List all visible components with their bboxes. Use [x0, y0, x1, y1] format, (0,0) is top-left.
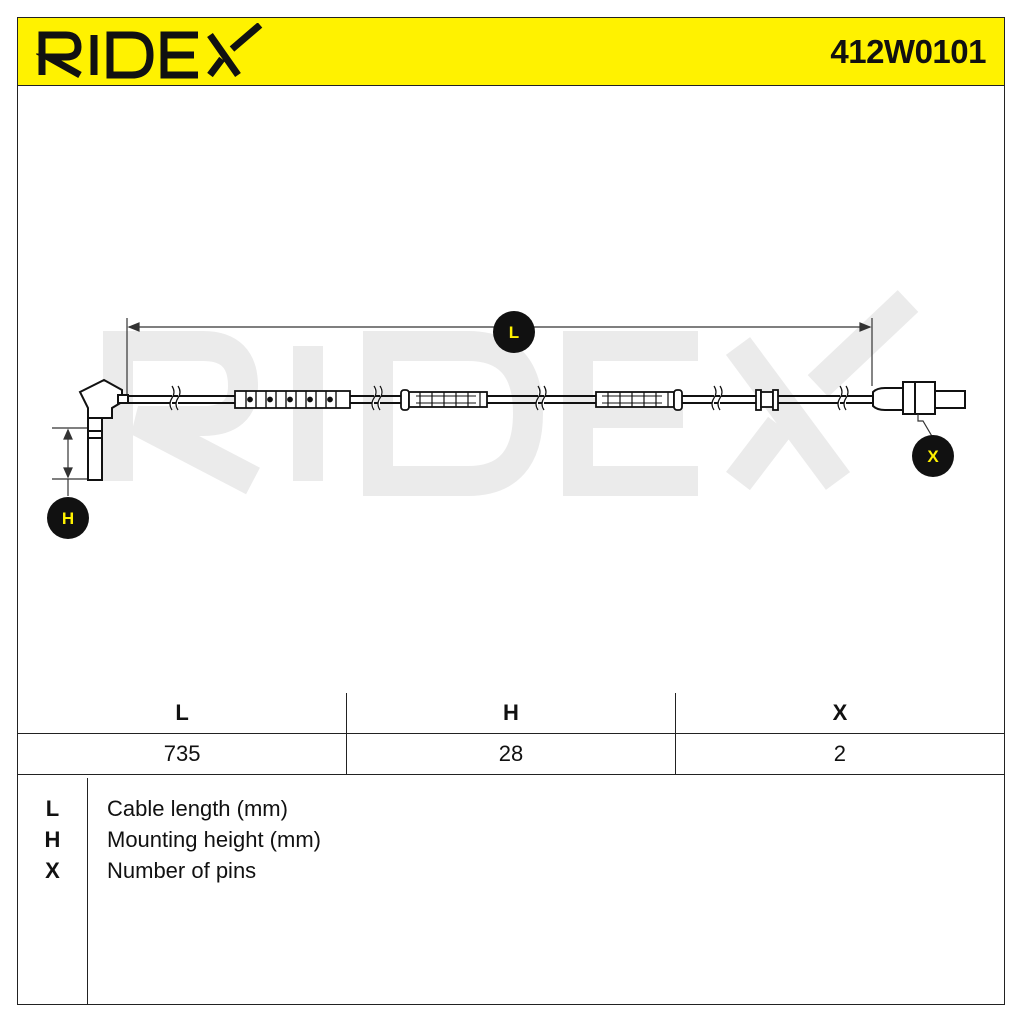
cable-grommet	[400, 389, 488, 411]
legend-divider	[87, 778, 88, 1004]
legend-key: X	[45, 858, 60, 883]
sensor-head	[78, 378, 129, 481]
cable-clip	[755, 389, 779, 411]
legend-text: Number of pins	[107, 858, 257, 883]
legend-item: H Mounting height (mm)	[18, 824, 1004, 855]
connector	[872, 381, 966, 415]
spec-header-row: L H X	[18, 693, 1004, 734]
spec-value-height: 28	[346, 733, 676, 775]
height-dimension	[52, 427, 90, 496]
spec-header-height: H	[346, 693, 676, 734]
svg-text:L: L	[509, 323, 519, 342]
legend-item: L Cable length (mm)	[18, 793, 1004, 824]
legend-item: X Number of pins	[18, 855, 1004, 886]
legend-key: L	[45, 796, 60, 821]
sensor-drawing: L H	[47, 290, 966, 539]
pins-leader	[917, 414, 934, 439]
cable-sleeve	[234, 390, 351, 409]
svg-text:X: X	[927, 447, 939, 466]
legend: L Cable length (mm) H Mounting height (m…	[18, 778, 1004, 1004]
cable-break-marks	[169, 385, 849, 411]
height-callout: H	[47, 497, 89, 539]
spec-header-length: L	[18, 693, 348, 734]
ridex-logo	[36, 23, 263, 79]
spec-value-row: 735 28 2	[18, 733, 1004, 775]
spec-header-pins: X	[674, 693, 1004, 734]
svg-text:H: H	[62, 509, 74, 528]
pins-callout: X	[912, 435, 954, 477]
spec-table: L H X 735 28 2	[18, 693, 1004, 775]
legend-text: Mounting height (mm)	[107, 827, 321, 852]
product-sheet: 412W0101 L	[17, 17, 1005, 1005]
legend-key: H	[44, 827, 61, 852]
ridex-watermark	[103, 290, 919, 496]
header-bar: 412W0101	[18, 18, 1004, 86]
spec-value-length: 735	[18, 733, 348, 775]
part-number: 412W0101	[830, 33, 986, 70]
legend-text: Cable length (mm)	[107, 796, 288, 821]
spec-value-pins: 2	[674, 733, 1004, 775]
cable-grommet	[595, 389, 683, 411]
length-callout: L	[493, 311, 535, 353]
